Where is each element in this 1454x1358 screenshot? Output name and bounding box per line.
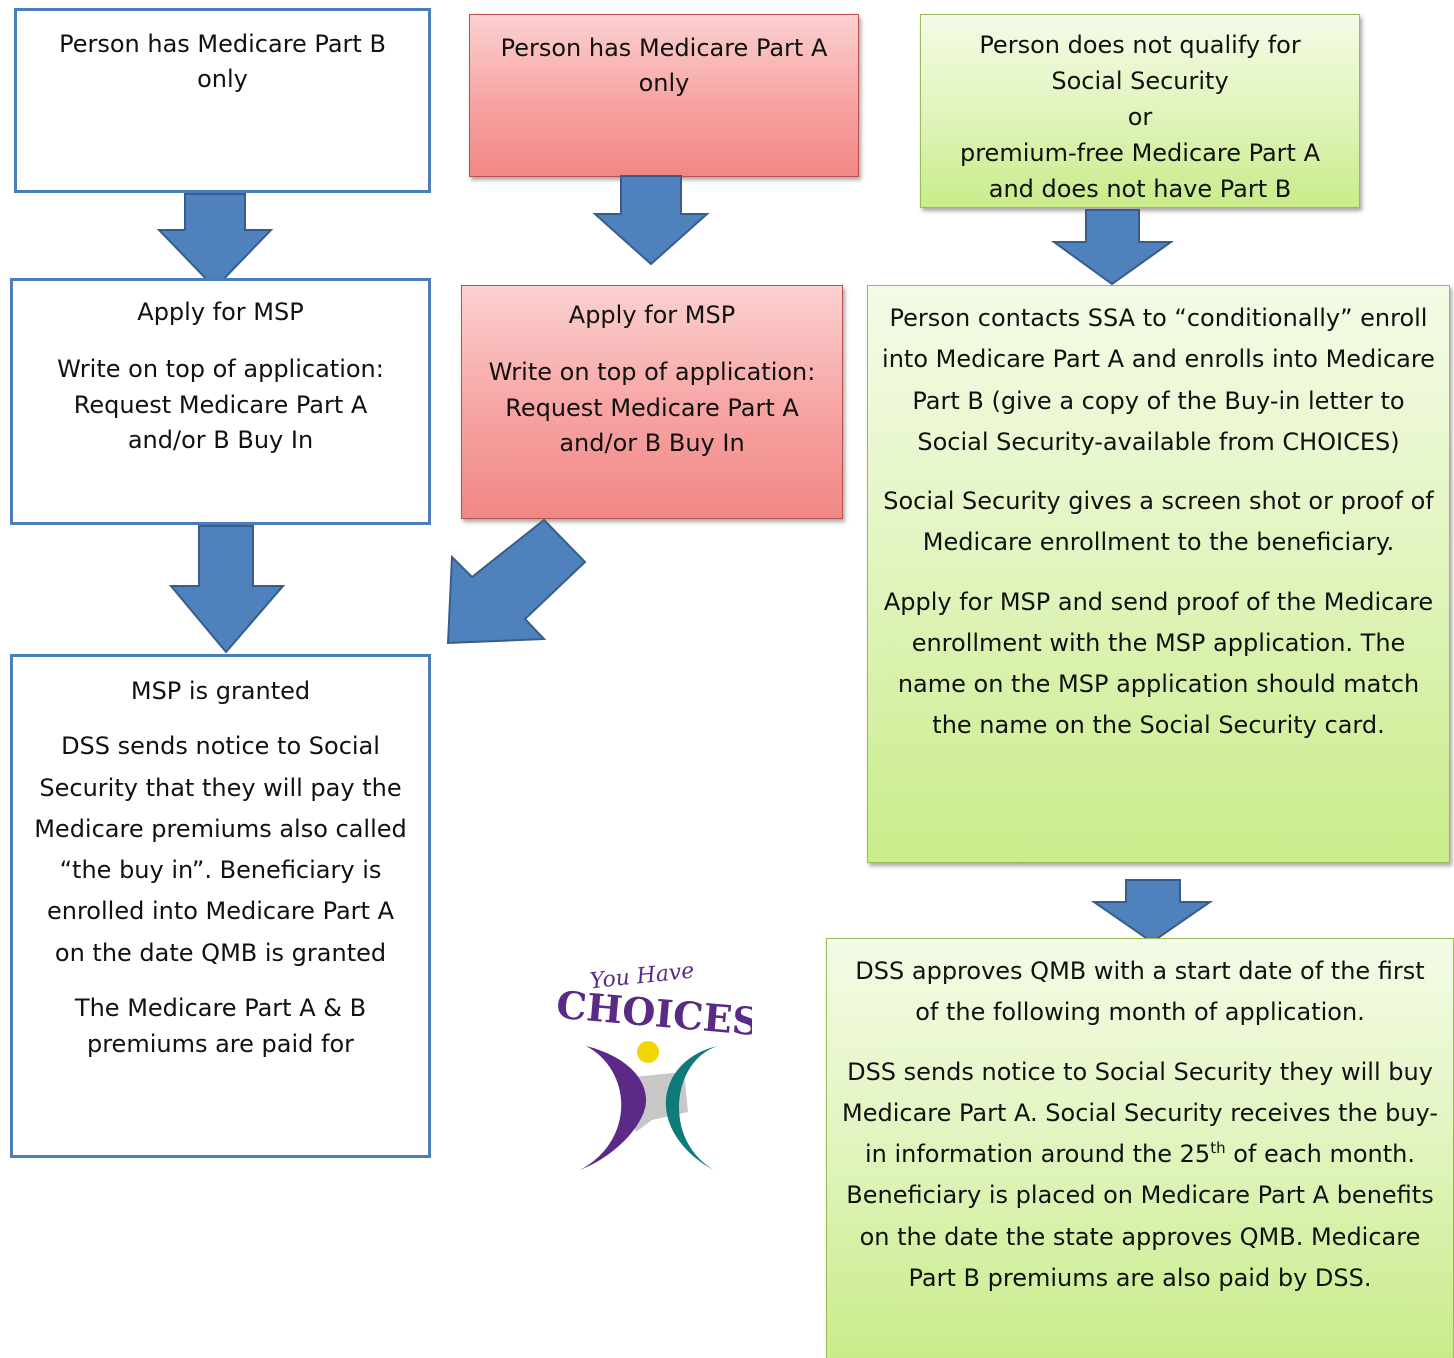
choices-logo-graphic: You Have CHOICES — [555, 959, 761, 1170]
arrow-diagonal-to-msp-granted — [446, 518, 587, 645]
no-qualify-line4: premium-free Medicare Part A — [959, 139, 1321, 167]
ssa-contact-para2: Social Security gives a screen shot or p… — [883, 487, 1434, 557]
apply-middle-body-line2: Request Medicare Part A — [505, 393, 799, 422]
box-msp-granted: MSP is granted DSS sends notice to Socia… — [10, 654, 431, 1158]
choices-logo: You Have CHOICES — [552, 959, 761, 1175]
no-qualify-line3: or — [1127, 103, 1153, 131]
no-qualify-line1: Person does not qualify for — [979, 31, 1301, 59]
msp-granted-title: MSP is granted — [130, 677, 311, 705]
dss-approves-para1: DSS approves QMB with a start date of th… — [855, 957, 1425, 1027]
apply-middle-title: Apply for MSP — [568, 301, 736, 329]
apply-left-body-line1: Write on top of application: — [57, 355, 384, 384]
arrow-down-to-dss-approves — [1090, 879, 1214, 944]
part-b-only-line1: Person has Medicare Part B — [59, 30, 386, 58]
ssa-contact-para3: Apply for MSP and send proof of the Medi… — [883, 587, 1434, 740]
arrow-down-left-column — [156, 193, 274, 290]
box-part-b-only: Person has Medicare Part B only — [14, 8, 431, 193]
dss-approves-para2-before: DSS sends notice to Social Security they… — [842, 1057, 1438, 1169]
box-ssa-contact: Person contacts SSA to “conditionally” e… — [867, 285, 1450, 863]
msp-granted-para2: The Medicare Part A & B premiums are pai… — [74, 993, 367, 1058]
apply-middle-body-line1: Write on top of application: — [488, 358, 816, 387]
logo-purple-arc — [580, 1046, 647, 1170]
box-dss-approves: DSS approves QMB with a start date of th… — [826, 938, 1454, 1358]
msp-granted-para1: DSS sends notice to Social Security that… — [34, 732, 407, 967]
arrow-down-right-column — [1050, 209, 1175, 286]
logo-teal-arc — [665, 1046, 718, 1170]
dss-approves-para2-after: of each month. Beneficiary is placed on … — [846, 1140, 1434, 1292]
apply-middle-body-line3: and/or B Buy In — [559, 428, 745, 457]
no-qualify-line2: Social Security — [1051, 67, 1229, 95]
apply-middle-body: Write on top of application: Request Med… — [474, 355, 830, 461]
dss-approves-para2: DSS sends notice to Social Security they… — [841, 1052, 1439, 1300]
apply-left-body: Write on top of application: Request Med… — [25, 352, 416, 458]
box-apply-left: Apply for MSP Write on top of applicatio… — [10, 278, 431, 525]
part-a-only-line1: Person has Medicare Part A — [500, 34, 828, 62]
arrow-down-middle-column — [592, 175, 710, 266]
box-part-a-only: Person has Medicare Part A only — [469, 14, 859, 177]
apply-left-body-line2: Request Medicare Part A — [73, 390, 368, 419]
no-qualify-line5: and does not have Part B — [988, 175, 1292, 203]
logo-sun-dot — [637, 1041, 659, 1063]
apply-left-title: Apply for MSP — [137, 298, 304, 326]
apply-left-body-line3: and/or B Buy In — [127, 425, 314, 454]
box-apply-middle: Apply for MSP Write on top of applicatio… — [461, 285, 843, 519]
ssa-contact-para1: Person contacts SSA to “conditionally” e… — [882, 304, 1435, 456]
part-b-only-line2: only — [197, 65, 248, 94]
box-no-qualify: Person does not qualify for Social Secur… — [920, 14, 1360, 208]
dss-approves-ordinal-suffix: th — [1210, 1139, 1226, 1158]
logo-brand: CHOICES — [555, 982, 752, 1045]
arrow-down-to-msp-granted — [168, 525, 286, 654]
part-a-only-line2: only — [638, 69, 690, 98]
